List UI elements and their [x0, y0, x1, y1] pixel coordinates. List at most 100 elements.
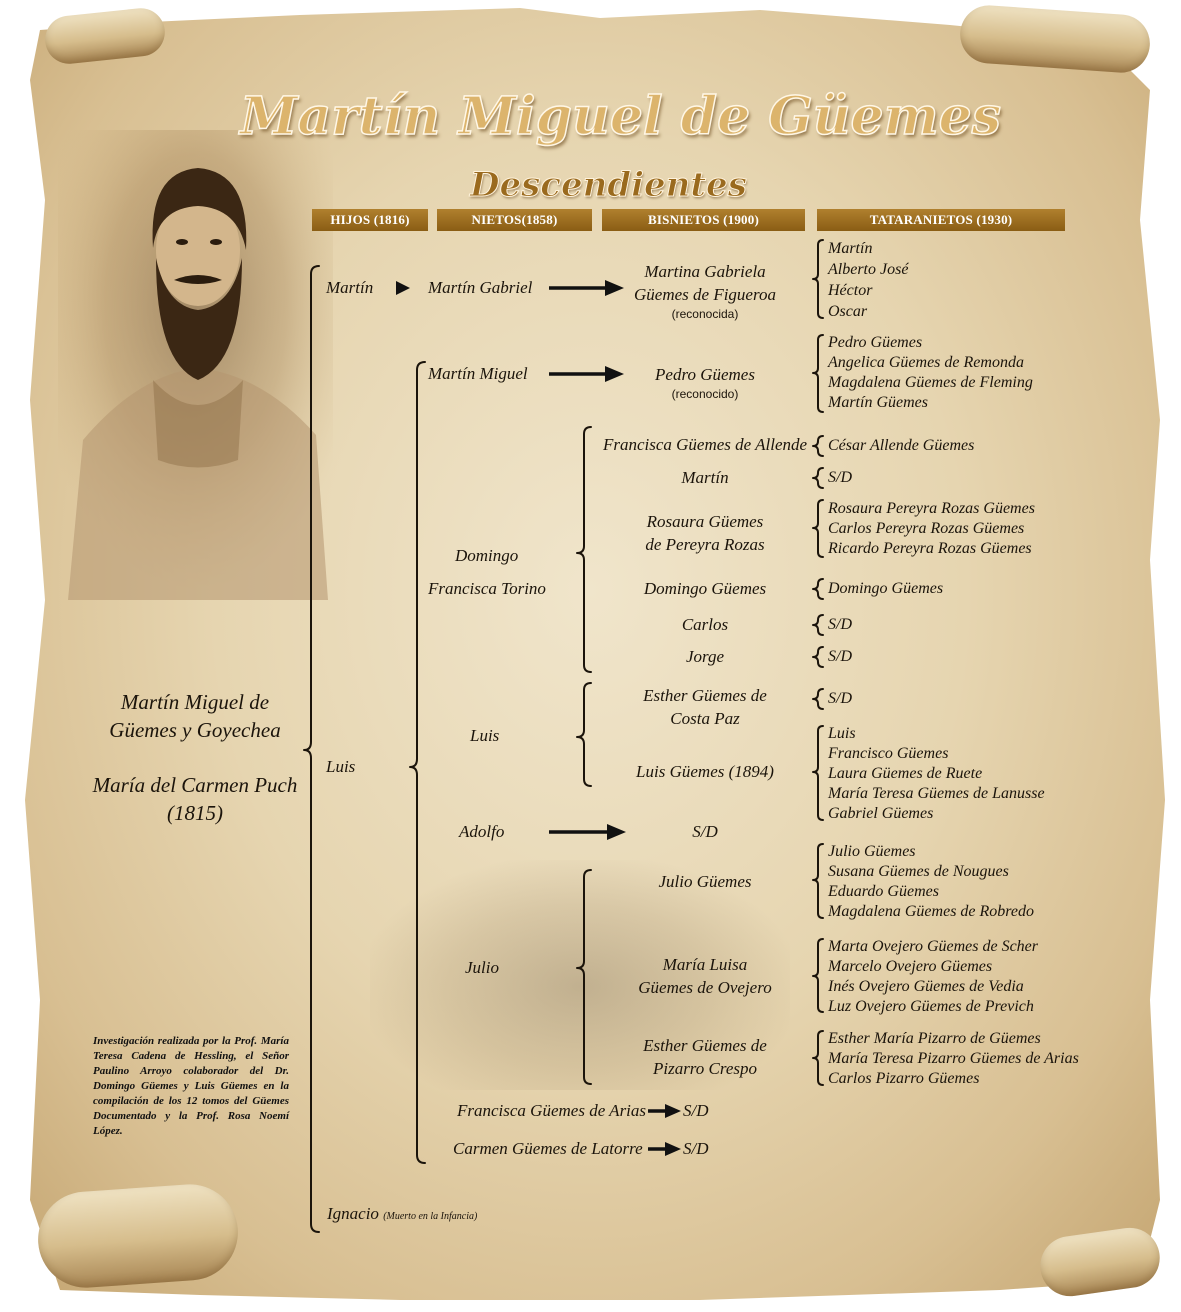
tataranieto: Pedro Güemes [828, 334, 923, 351]
nieto-martin-miguel: Martín Miguel [428, 364, 528, 383]
portrait-beard [156, 258, 242, 380]
tataranietos-esther-pizarro: Esther María Pizarro de Güemes María Ter… [828, 1029, 1079, 1089]
tataranietos-carlos: S/D [828, 616, 852, 633]
arrow-francisca-arias-head [665, 1104, 681, 1118]
bisnieto-line: de Pereyra Rozas [645, 535, 765, 554]
tataranietos-maria-luisa: Marta Ovejero Güemes de Scher Marcelo Ov… [828, 937, 1038, 1017]
brace-tataranietos-maria-luisa [812, 938, 824, 1013]
brace-tataranietos-julio [812, 843, 824, 919]
page-title: Martín Miguel de Güemes [239, 85, 1001, 148]
hijo-ignacio-name: Ignacio [327, 1204, 379, 1223]
bisnieto-line: Güemes de Figueroa [634, 285, 776, 304]
portrait-face [156, 194, 240, 306]
bisnieto-carlos: Carlos [681, 615, 729, 634]
bisnieto-line: Rosaura Güemes [646, 512, 764, 531]
tataranieto: Carlos Pereyra Rozas Güemes [828, 520, 1025, 537]
tataranieto: Magdalena Güemes de Fleming [828, 374, 1033, 391]
bracket-hijos [303, 265, 320, 1233]
header-tataranietos: TATARANIETOS (1930) [817, 209, 1065, 231]
bisnieto-francisca-arias-sd: S/D [683, 1101, 709, 1120]
arrow-martin-miguel-head [605, 366, 624, 382]
tataranietos-domingo: Domingo Güemes [828, 580, 944, 597]
tataranieto: Ricardo Pereyra Rozas Güemes [828, 540, 1032, 557]
bisnieto-esther-pizarro: Esther Güemes de Pizarro Crespo [595, 1034, 815, 1080]
hijo-luis: Luis [326, 757, 356, 776]
bisnieto-line: Martina Gabriela [644, 262, 766, 281]
portrait-image [58, 130, 333, 600]
tataranietos-pedro: Pedro Güemes Angelica Güemes de Remonda … [828, 333, 1033, 413]
portrait-eye-left [176, 239, 188, 245]
arrow-adolfo-head [607, 824, 626, 840]
bisnieto-line: Pizarro Crespo [652, 1059, 758, 1078]
pointer-triangle-martin [396, 281, 410, 295]
tataranietos-rosaura: Rosaura Pereyra Rozas Güemes Carlos Pere… [828, 499, 1035, 559]
bisnieto-line: Esther Güemes de [643, 1036, 767, 1055]
brace-tataranietos-jorge [812, 646, 824, 668]
brace-tataranietos-martin [812, 467, 824, 489]
nieto-domingo-spouse: Francisca Torino [428, 579, 546, 598]
tataranieto: Rosaura Pereyra Rozas Güemes [828, 500, 1035, 517]
tataranieto: Gabriel Güemes [828, 805, 934, 822]
nieto-adolfo: Adolfo [459, 822, 505, 841]
bisnieto-rosaura: Rosaura Güemes de Pereyra Rozas [595, 510, 815, 556]
bracket-bisnietos-domingo [576, 426, 592, 673]
bisnieto-note: (reconocido) [671, 387, 739, 401]
nieto-julio: Julio [465, 958, 499, 977]
tataranieto: Martín [828, 240, 873, 257]
brace-tataranietos-esther-costa-paz [812, 688, 824, 710]
tataranietos-martin: S/D [828, 469, 852, 486]
parent-father-line2: Güemes y Goyechea [109, 718, 281, 742]
bisnieto-pedro-guemes: Pedro Güemes (reconocido) [595, 364, 815, 402]
tataranieto: Magdalena Güemes de Robredo [828, 903, 1035, 920]
tataranieto: María Teresa Güemes de Lanusse [828, 785, 1045, 802]
nieto-francisca-arias: Francisca Güemes de Arias [457, 1101, 647, 1120]
bisnieto-martina-gabriela: Martina Gabriela Güemes de Figueroa (rec… [595, 260, 815, 322]
bisnieto-line: Güemes de Ovejero [638, 978, 772, 997]
parent-year: (1815) [167, 801, 223, 825]
tataranietos-martina: Martín Alberto José Héctor Oscar [828, 238, 908, 322]
bisnieto-line: Esther Güemes de [643, 686, 767, 705]
research-credit: Investigación realizada por la Prof. Mar… [93, 1035, 289, 1137]
tataranieto: Oscar [828, 303, 868, 320]
hijo-ignacio: Ignacio (Muerto en la Infancia) [327, 1204, 477, 1227]
hijo-martin: Martín [326, 278, 374, 297]
bisnieto-line: Pedro Güemes [655, 365, 755, 384]
brace-tataranietos-rosaura [812, 499, 824, 558]
bracket-bisnietos-luis [576, 682, 592, 787]
tataranietos-julio: Julio Güemes Susana Güemes de Nougues Ed… [828, 842, 1034, 922]
tataranieto: Susana Güemes de Nougues [828, 863, 1009, 880]
arrow-martin-gabriel-head [605, 280, 624, 296]
arrow-carmen-latorre-head [665, 1142, 681, 1156]
tataranieto: Alberto José [828, 261, 909, 278]
tataranieto: Esther María Pizarro de Güemes [828, 1030, 1041, 1047]
bisnieto-julio-guemes: Julio Güemes [658, 872, 752, 891]
nieto-martin-gabriel: Martín Gabriel [428, 278, 533, 297]
tataranieto: Eduardo Güemes [828, 883, 939, 900]
hijo-ignacio-note: (Muerto en la Infancia) [383, 1211, 478, 1222]
tataranieto: Julio Güemes [828, 843, 916, 860]
brace-tataranietos-carlos [812, 614, 824, 636]
brace-tataranietos-domingo [812, 578, 824, 600]
tataranieto: Carlos Pizarro Güemes [828, 1070, 980, 1087]
bisnieto-line: Costa Paz [670, 709, 740, 728]
background-battle-scene [370, 860, 790, 1090]
tataranieto: Francisco Güemes [828, 745, 949, 762]
bisnieto-jorge: Jorge [685, 647, 725, 666]
tataranieto: Angelica Güemes de Remonda [828, 354, 1024, 371]
header-bisnietos: BISNIETOS (1900) [602, 209, 805, 231]
nieto-luis: Luis [470, 726, 500, 745]
portrait-collar [153, 380, 243, 468]
page-subtitle: Descendientes [470, 165, 748, 206]
bisnieto-adolfo-sd: S/D [692, 822, 718, 841]
bisnieto-note: (reconocida) [671, 307, 739, 321]
tataranieto: Luis [828, 725, 856, 742]
bisnieto-martin: Martín [681, 468, 729, 487]
bisnieto-francisca-allende: Francisca Güemes de Allende [602, 435, 808, 454]
tataranietos-esther-costa-paz: S/D [828, 690, 852, 707]
bisnieto-carmen-latorre-sd: S/D [683, 1139, 709, 1158]
nieto-carmen-latorre: Carmen Güemes de Latorre [453, 1139, 643, 1158]
bisnieto-esther-costa-paz: Esther Güemes de Costa Paz [595, 684, 815, 730]
brace-tataranietos-francisca-allende [812, 435, 824, 457]
tataranieto: Luz Ovejero Güemes de Previch [828, 998, 1034, 1015]
tataranietos-luis-1894: Luis Francisco Güemes Laura Güemes de Ru… [828, 724, 1045, 824]
